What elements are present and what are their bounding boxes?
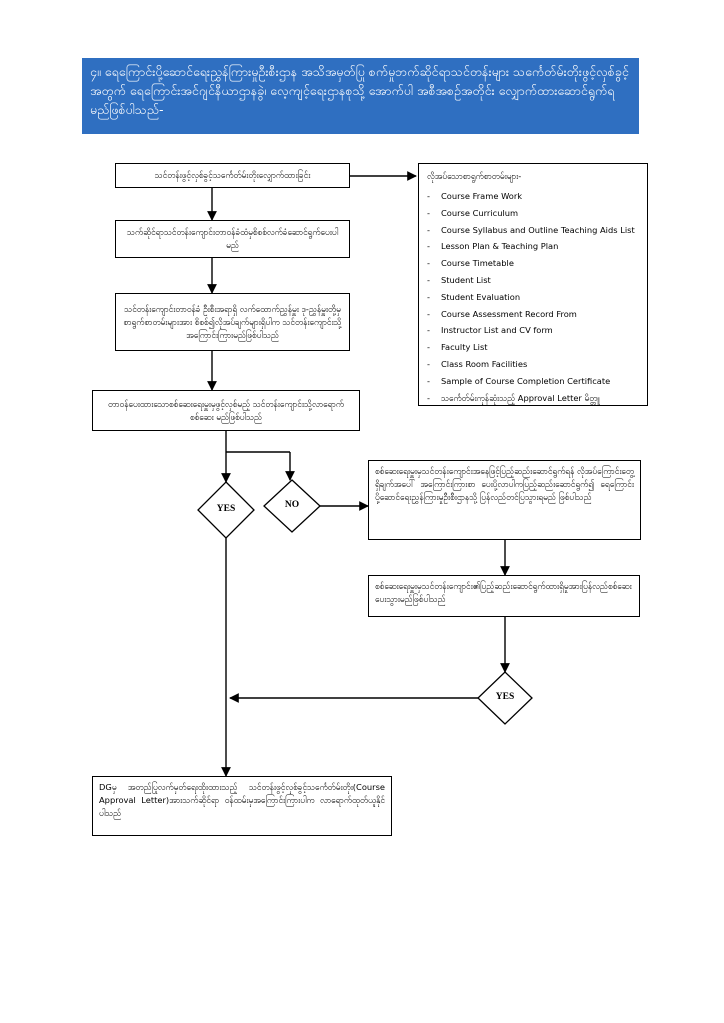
decision-no-label: NO	[284, 500, 300, 510]
step-review: သင်တန်းကျောင်းတာဝန်ခံ ဦးစီးအရာရှိ လက်ထော…	[115, 293, 350, 351]
required-document-label: Course Curriculum	[441, 207, 519, 218]
decision-yes-2-label: YES	[495, 692, 515, 702]
bullet-dash: -	[427, 258, 430, 269]
required-document-label: Student Evaluation	[441, 291, 521, 302]
required-document-label: Instructor List and CV form	[441, 325, 553, 336]
bullet-dash: -	[427, 308, 430, 319]
required-document-label: Faculty List	[441, 342, 488, 353]
required-document-label: Class Room Facilities	[441, 358, 528, 369]
required-document-item: -Class Room Facilities	[427, 356, 639, 373]
step-apply: သင်တန်းဖွင့်လှစ်ခွင့်သင်္ကေတ်မ်းတိုးလျှေ…	[115, 163, 350, 188]
bullet-dash: -	[427, 291, 430, 302]
required-document-label: Sample of Course Completion Certificate	[441, 375, 611, 386]
bullet-dash: -	[427, 392, 430, 403]
decision-yes-2	[477, 671, 533, 725]
required-documents-title: လိုအပ်သောစာရွက်စာတမ်းများ-	[427, 171, 522, 181]
bullet-dash: -	[427, 358, 430, 369]
required-document-item: -Faculty List	[427, 339, 639, 356]
step-final-approval: DGမှ အတည်ပြုလက်မှတ်ရေးထိုးထားသည့် သင်တန်…	[92, 776, 392, 836]
bullet-dash: -	[427, 375, 430, 386]
required-document-label: Course Assessment Record From	[441, 308, 577, 319]
step-verify: သက်ဆိုင်ရာသင်တန်းကျောင်းတာဝန်ခံထံမှစိစစ်…	[115, 220, 350, 258]
required-document-item: -သင်္ကေတ်မ်းကုန်ဆုံးသည့် Approval Letter…	[427, 390, 639, 407]
required-document-item: -Sample of Course Completion Certificate	[427, 373, 639, 390]
bullet-dash: -	[427, 241, 430, 252]
bullet-dash: -	[427, 191, 430, 201]
required-document-item: -Course Assessment Record From	[427, 306, 639, 323]
section-header: ၄။ ရေကြောင်းပို့ဆောင်ရေးညွှန်ကြားမှုဦးစီ…	[82, 58, 639, 134]
required-document-item: - Course Frame Work	[427, 188, 639, 205]
required-document-label: Student List	[441, 274, 491, 285]
step-inspection: တာဝန်ပေးထားသောစစ်ဆေးရေးမှူးမှဖွင့်လှစ်မည…	[92, 390, 360, 431]
required-document-item: -Lesson Plan & Teaching Plan	[427, 238, 639, 255]
required-documents-list: -Course Frame Work-Course Curriculum-Cou…	[427, 188, 639, 406]
bullet-dash: -	[427, 207, 430, 218]
required-document-item: -Instructor List and CV form	[427, 322, 639, 339]
required-document-item: -Course Syllabus and Outline Teaching Ai…	[427, 222, 639, 239]
required-document-item: -Course Timetable	[427, 255, 639, 272]
decision-yes-1-label: YES	[216, 504, 236, 514]
required-document-label: Course Frame Work	[441, 191, 523, 201]
required-document-label: Course Timetable	[441, 258, 514, 269]
required-document-label: Course Syllabus and Outline Teaching Aid…	[441, 224, 635, 235]
decision-no	[263, 479, 321, 533]
required-document-label: Lesson Plan & Teaching Plan	[441, 241, 559, 252]
required-document-item: -Student Evaluation	[427, 289, 639, 306]
required-document-item: -Student List	[427, 272, 639, 289]
required-document-label: သင်္ကေတ်မ်းကုန်ဆုံးသည့် Approval Letter …	[441, 392, 600, 403]
required-documents-box: လိုအပ်သောစာရွက်စာတမ်းများ- - Course Frame…	[418, 163, 648, 406]
step-recheck: စစ်ဆေးရေးမှူးမှသင်တန်းကျောင်း၏ပြည့်ဆည်းဆ…	[368, 575, 640, 617]
required-document-item: -Course Curriculum	[427, 205, 639, 222]
bullet-dash: -	[427, 224, 430, 235]
bullet-dash: -	[427, 274, 430, 285]
bullet-dash: -	[427, 325, 430, 336]
step-no-action: စစ်ဆေးရေးမှူးမှသင်တန်းကျောင်းအနေဖြင့်ပြည…	[368, 460, 641, 540]
bullet-dash: -	[427, 342, 430, 353]
decision-yes-1	[197, 481, 255, 539]
